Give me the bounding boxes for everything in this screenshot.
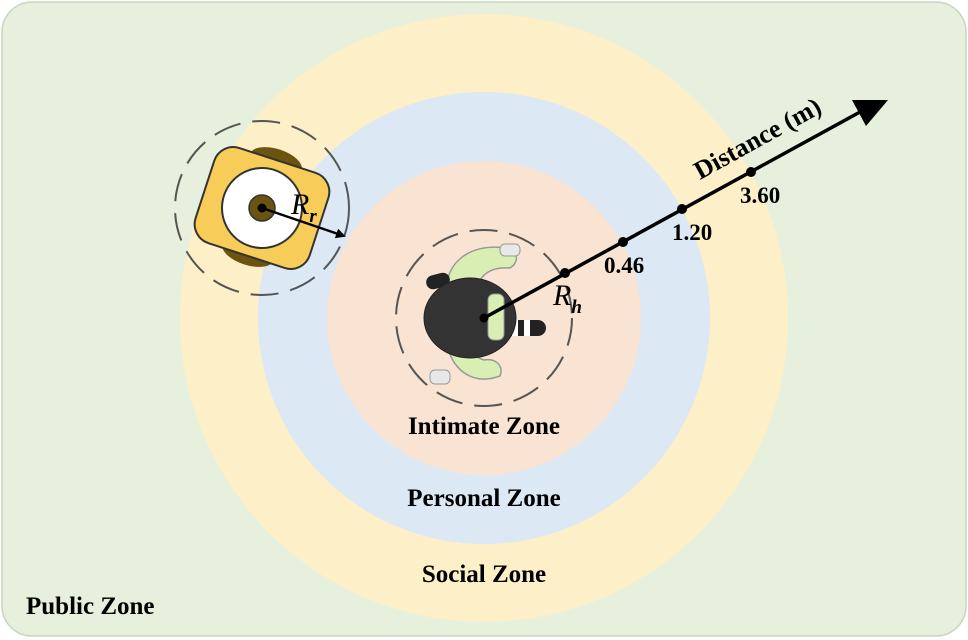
tick-1-20 (677, 204, 687, 214)
distance-axis-arrowhead (852, 100, 888, 126)
human-radius-label: Rh (552, 279, 582, 318)
robot-safety-circle (174, 120, 350, 296)
robot: Rr (174, 120, 350, 296)
human-radius-tick (560, 268, 570, 278)
public-zone-label: Public Zone (26, 593, 155, 620)
tick-label-1-20: 1.20 (672, 220, 712, 245)
robot-radius-label: Rr (290, 188, 317, 227)
human-collar (487, 293, 505, 341)
human (395, 229, 573, 407)
tick-label-0-46: 0.46 (604, 253, 644, 278)
robot-radius-arrow (261, 206, 346, 239)
human-hand-top (499, 243, 521, 257)
intimate-zone-label: Intimate Zone (408, 413, 560, 440)
tick-3-60 (746, 167, 756, 177)
personal-zone-label: Personal Zone (407, 485, 560, 512)
tick-label-3-60: 3.60 (740, 183, 780, 208)
human-safety-circle (395, 229, 573, 407)
social-zone-label: Social Zone (422, 561, 546, 588)
tick-0-46 (618, 237, 628, 247)
distance-axis-line (483, 110, 861, 320)
human-hand-bottom (429, 369, 451, 385)
